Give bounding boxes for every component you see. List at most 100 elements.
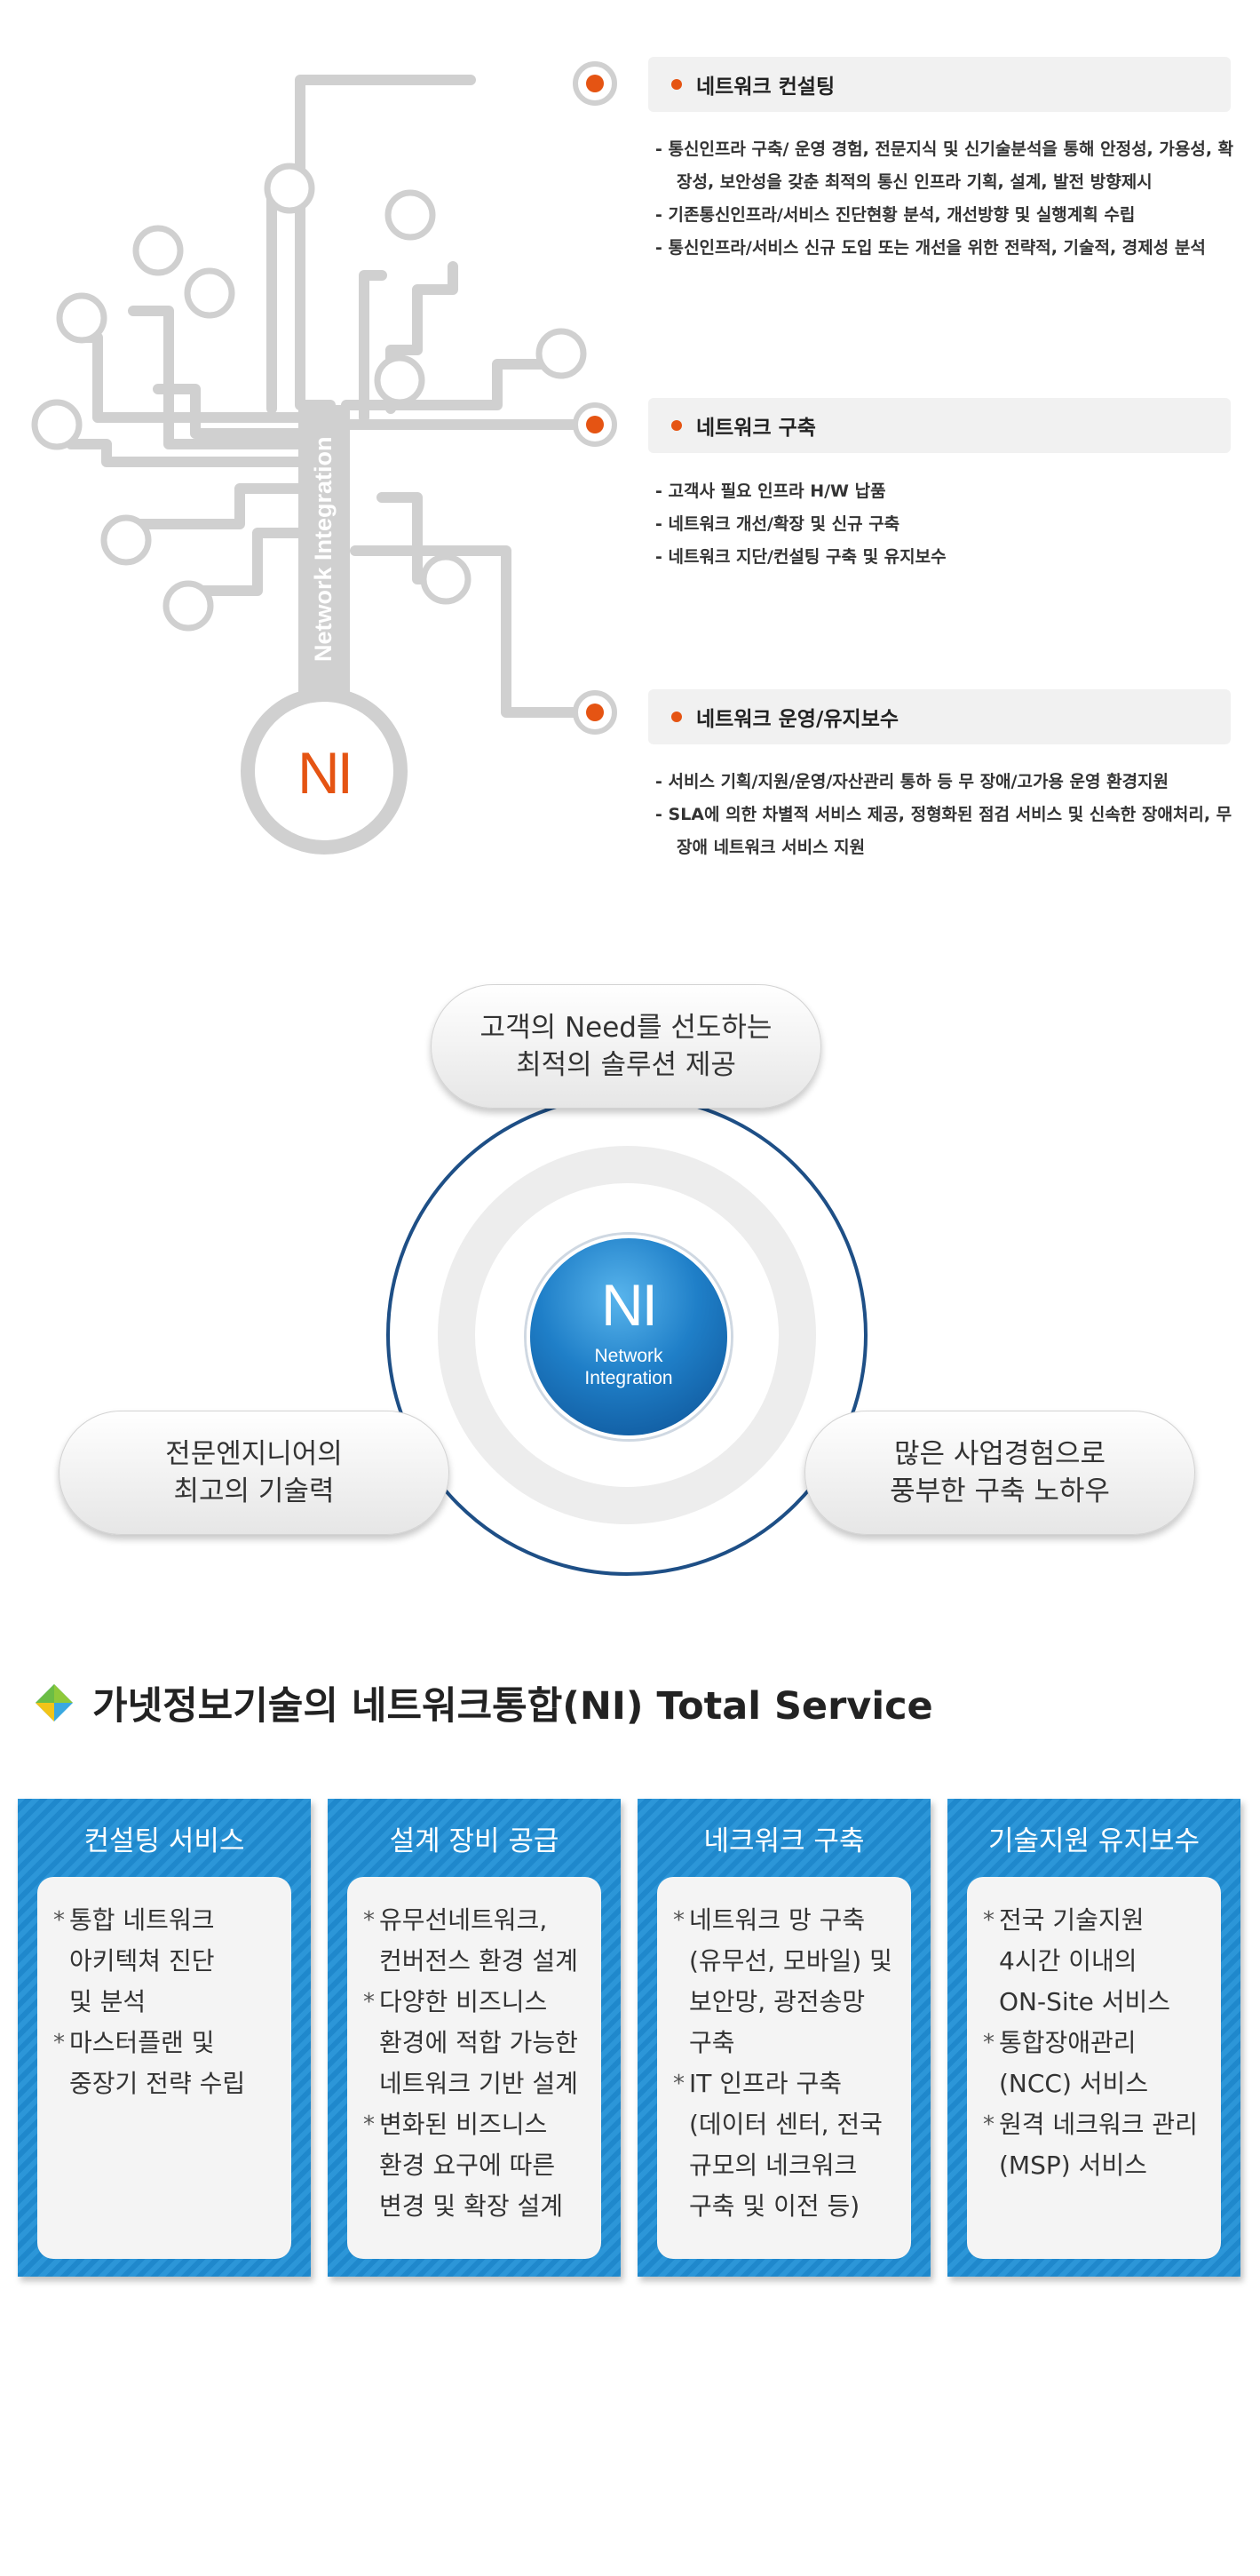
list-item-line: 통합장애관리 [999, 2028, 1137, 2057]
list-item-line: 구축 및 이전 등) [689, 2191, 860, 2221]
list-item: 네트워크 개선/확장 및 신규 구축 [655, 508, 1241, 541]
list-item: 기존통신인프라/서비스 진단현황 분석, 개선방향 및 실행계획 수립 [655, 199, 1241, 232]
diamond-icon [36, 1684, 73, 1721]
node-circle [31, 399, 83, 450]
list-item-line: (NCC) 서비스 [999, 2069, 1149, 2098]
tree-trunk [298, 405, 350, 698]
list-item-line: 원격 네크워크 관리 [999, 2110, 1198, 2139]
list-item: 통합장애관리 (NCC) 서비스 [983, 2023, 1212, 2104]
list-item-line: 전국 기술지원 [999, 1905, 1145, 1935]
total-service-title: 가넷정보기술의 네트워크통합(NI) Total Service [34, 1672, 933, 1734]
service-title: 네트워크 구축 [696, 417, 816, 440]
card-title: 기술지원 유지보수 [987, 1825, 1200, 1857]
list-item-line: 유무선네트워크, [379, 1905, 548, 1935]
list-item-line: 환경 요구에 따른 [379, 2151, 556, 2180]
bullet-dot-icon [671, 712, 682, 722]
node-circle [162, 580, 214, 632]
ni-core-line2: Integration [584, 1368, 673, 1388]
circuit-tree-diagram: Network Integration NI [31, 61, 617, 855]
pill-right: 많은 사업경험으로 풍부한 구축 노하우 [804, 1411, 1195, 1535]
node-circle [264, 163, 315, 214]
ni-core-line1: Network [594, 1346, 663, 1366]
card-title: 컨설팅 서비스 [83, 1825, 245, 1857]
pill-top-line1: 고객의 Need를 선도하는 [479, 1012, 773, 1044]
list-item-line: IT 인프라 구축 [689, 2069, 842, 2098]
list-item-line: 네트워크 망 구축 [689, 1905, 866, 1935]
node-circle [374, 354, 425, 406]
node-circle [384, 189, 436, 241]
connector-dot-build [586, 416, 604, 433]
list-item-line: 구축 [689, 2028, 735, 2057]
node-circle [100, 514, 152, 566]
list-item-line: ON-Site 서비스 [999, 1987, 1171, 2016]
list-item-line: (데이터 센터, 전국 [689, 2110, 883, 2139]
list-item: 통신인프라 구축/ 운영 경험, 전문지식 및 신기술분석을 통해 안정성, 가… [655, 133, 1241, 199]
list-item-line: 컨버전스 환경 설계 [379, 1946, 578, 1976]
list-item-line: 중장기 전략 수립 [69, 2069, 246, 2098]
service-header-operation: 네트워크 운영/유지보수 [648, 689, 1231, 744]
list-item-line: 다양한 비즈니스 [379, 1987, 548, 2016]
list-item: 서비스 기획/지원/운영/자산관리 통하 등 무 장애/고가용 운영 환경지원 [655, 766, 1241, 799]
service-header-build: 네트워크 구축 [648, 398, 1231, 453]
ni-core-title: NI [601, 1272, 658, 1338]
total-service-heading: 가넷정보기술의 네트워크통합(NI) Total Service [92, 1684, 933, 1729]
list-item: 통신인프라/서비스 신규 도입 또는 개선을 위한 전략적, 기술적, 경제성 … [655, 232, 1241, 265]
pill-left: 전문엔지니어의 최고의 기술력 [59, 1411, 449, 1535]
bullet-dot-icon [671, 420, 682, 431]
stem-label: Network Integration [310, 436, 337, 662]
ni-base-circle [241, 688, 408, 855]
service-header-consulting: 네트워크 컨설팅 [648, 57, 1231, 112]
node-circle [535, 328, 587, 379]
branch-line-bottom [350, 545, 591, 718]
pill-left-line2: 최고의 기술력 [173, 1475, 335, 1507]
ni-core-circle: NI Network Integration [527, 1235, 731, 1439]
list-item-line: (MSP) 서비스 [999, 2151, 1147, 2180]
pill-left-line1: 전문엔지니어의 [165, 1438, 343, 1470]
list-item-line: 아키텍쳐 진단 [69, 1946, 215, 1976]
node-circle [184, 267, 235, 319]
pill-top: 고객의 Need를 선도하는 최적의 솔루션 제공 [431, 984, 821, 1109]
bullet-dot-icon [671, 79, 682, 90]
service-title: 네트워크 컨설팅 [696, 76, 836, 99]
list-item: 고객사 필요 인프라 H/W 납품 [655, 475, 1241, 508]
list-item-line: 네트워크 기반 설계 [379, 2069, 578, 2098]
service-list-consulting: 통신인프라 구축/ 운영 경험, 전문지식 및 신기술분석을 통해 안정성, 가… [655, 133, 1241, 265]
list-item: 네트워크 지단/컨설팅 구축 및 유지보수 [655, 541, 1241, 574]
list-item-line: (유무선, 모바일) 및 [689, 1946, 892, 1976]
list-item-line: 환경에 적합 가능한 [379, 2028, 578, 2057]
list-item-line: 변경 및 확장 설계 [379, 2191, 564, 2221]
node-circle [132, 225, 184, 276]
pill-right-line2: 풍부한 구축 노하우 [890, 1475, 1110, 1507]
service-list-build: 고객사 필요 인프라 H/W 납품 네트워크 개선/확장 및 신규 구축 네트워… [655, 475, 1241, 574]
connector-dot-operation [586, 704, 604, 721]
card-title: 네크워크 구축 [703, 1825, 865, 1857]
connector-dot-consulting [586, 75, 604, 92]
list-item-line: 변화된 비즈니스 [379, 2110, 548, 2139]
list-item: 원격 네크워크 관리 (MSP) 서비스 [983, 2104, 1212, 2186]
node-circle [56, 292, 107, 344]
pill-top-line2: 최적의 솔루션 제공 [516, 1049, 736, 1081]
card-title: 설계 장비 공급 [389, 1825, 559, 1857]
list-item-line: 보안망, 광전송망 [689, 1987, 866, 2016]
ni-badge: NI [297, 740, 351, 806]
list-item: 유무선네트워크, 컨버전스 환경 설계 [363, 1900, 592, 1982]
